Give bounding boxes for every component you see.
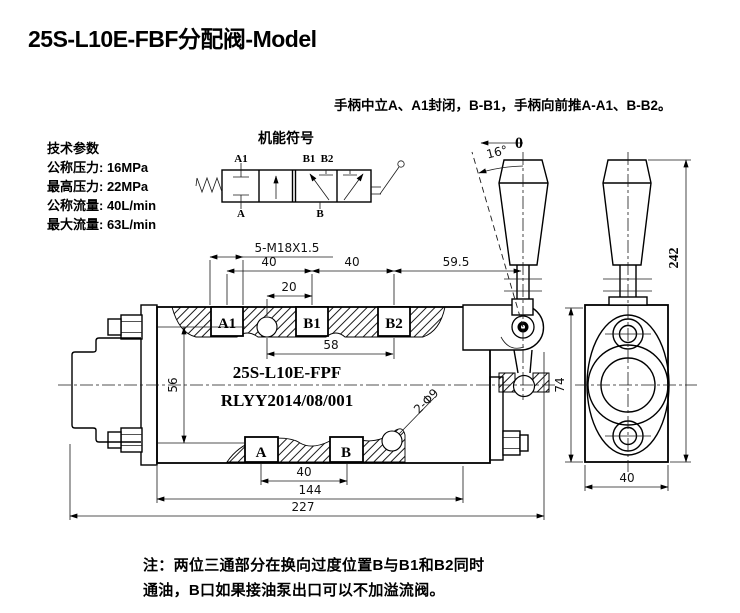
symbol-port-b: B: [316, 208, 324, 220]
right-end-cap: [489, 376, 529, 461]
mount-hole-2x9: [381, 430, 403, 452]
handle-main-view: [498, 159, 549, 316]
extension-lines: [69, 260, 545, 520]
port-label-a: A: [256, 445, 267, 461]
top-hole: [256, 316, 278, 338]
dim-227: 227: [292, 500, 315, 514]
dim-angle-16: 16°: [485, 143, 509, 162]
dimension-lines: [69, 254, 545, 519]
port-label-a1: A1: [218, 316, 236, 332]
page-title: 25S-L10E-FBF分配阀-Model: [28, 26, 317, 52]
lever-ball-joint: [512, 374, 536, 398]
footnote-line-2: 通油，B口如果接油泵出口可以不加溢流阀。: [143, 582, 445, 599]
dim-20: 20: [281, 280, 296, 294]
angle-arc: [478, 165, 524, 174]
symbol-port-b1: B1: [303, 153, 316, 165]
dim-40-bottom: 40: [296, 465, 311, 479]
tech-heading: 技术参数: [47, 141, 100, 156]
tech-line-max-flow: 最大流量: 63L/min: [47, 217, 157, 232]
handle-operation-note: 手柄中立A、A1封闭，B-B1，手柄向前推A-A1、B-B2。: [334, 98, 672, 113]
handle-side-view: [602, 159, 652, 306]
dim-74: 74: [553, 377, 567, 392]
port-b1-box: [295, 306, 329, 337]
symbol-port-a1: A1: [234, 153, 247, 165]
dim-144: 144: [299, 483, 322, 497]
symbol-port-a: A: [237, 208, 245, 220]
port-b2-box: [377, 306, 411, 337]
dim-thread-5-m18: 5-M18X1.5: [255, 241, 320, 255]
dim-40-b: 40: [344, 255, 359, 269]
symbol-port-b2: B2: [321, 153, 334, 165]
body-model-text: 25S-L10E-FPF: [233, 363, 342, 382]
dim-242: 242: [667, 248, 682, 269]
port-a-box: [244, 436, 279, 463]
tech-line-max-pressure: 最高压力: 22MPa: [47, 179, 149, 194]
port-label-b1: B1: [303, 316, 321, 332]
side-view-drawing: 74 40 242: [553, 152, 697, 491]
lever-bracket: [462, 304, 550, 398]
symbol-title: 机能符号: [258, 130, 314, 146]
spring-end-cap: [71, 304, 158, 466]
main-view-drawing: 5-M18X1.5 40 40 59.5 20 58 56 40 144 227…: [58, 135, 556, 520]
dim-holes-2x9: 2-Φ9: [411, 386, 441, 416]
technical-parameters: 技术参数 公称压力: 16MPa 最高压力: 22MPa 公称流量: 40L/m…: [47, 139, 156, 234]
tech-line-nominal-flow: 公称流量: 40L/min: [47, 198, 157, 213]
valve-symbol-diagram: A1 B1 B2 A B: [195, 153, 405, 220]
dim-56: 56: [166, 377, 180, 392]
side-extension-lines: [565, 159, 691, 491]
label-zero-position: 0: [515, 135, 523, 152]
spring-symbol: [195, 176, 223, 194]
port-a1-box: [210, 306, 244, 337]
footnote: 注：两位三通部分在换向过度位置B与B1和B2同时 通油，B口如果接油泵出口可以不…: [143, 553, 484, 603]
lever-symbol: [371, 160, 405, 195]
dim-58: 58: [323, 338, 338, 352]
dim-40-a: 40: [261, 255, 276, 269]
tilt-line-16deg: [471, 151, 524, 328]
port-label-b2: B2: [385, 316, 403, 332]
port-label-b: B: [341, 445, 351, 461]
port-b-box: [329, 436, 364, 463]
tech-line-nominal-pressure: 公称压力: 16MPa: [47, 160, 149, 175]
body-serial-text: RLYY2014/08/001: [221, 391, 354, 410]
dim-40-side: 40: [619, 471, 634, 485]
dim-59-5: 59.5: [443, 255, 470, 269]
footnote-line-1: 注：两位三通部分在换向过度位置B与B1和B2同时: [143, 557, 485, 574]
